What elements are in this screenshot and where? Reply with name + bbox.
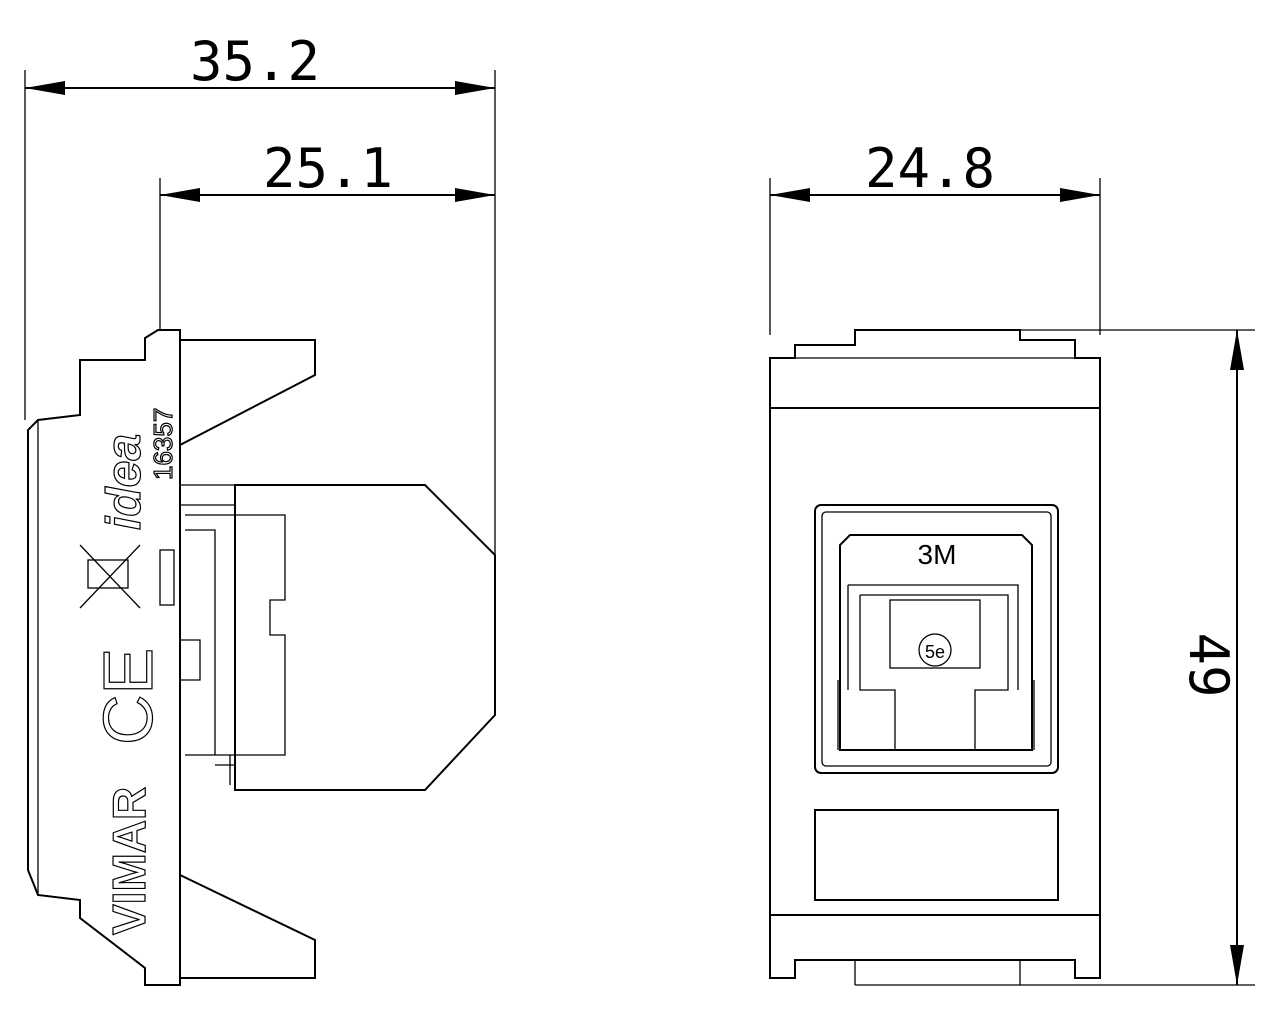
dimension-35-2: 35.2 (24, 30, 496, 555)
3m-logo: 3M (918, 539, 957, 570)
side-body-outline (27, 329, 496, 986)
front-body-outline: 5e 3M (769, 329, 1101, 986)
vimar-logo: VIMAR (103, 787, 155, 935)
dimension-24-8: 24.8 (769, 137, 1101, 335)
dimension-25-1: 25.1 (159, 137, 495, 330)
dimension-49: 49 (1020, 329, 1255, 986)
ce-mark: CE (89, 648, 167, 745)
dimension-label: 25.1 (263, 137, 393, 200)
weee-bin-crossed-icon (79, 544, 141, 609)
dimension-label: 24.8 (865, 137, 995, 200)
dimension-label: 35.2 (190, 30, 320, 93)
category-5e-mark: 5e (925, 642, 945, 662)
side-markings: idea 16357 CE VIMAR (79, 407, 179, 936)
article-number: 16357 (148, 408, 178, 480)
side-view: 35.2 25.1 idea 16357 CE (24, 30, 496, 986)
front-view: 24.8 49 5e 3M (769, 137, 1255, 986)
brand-logo-idea: idea (98, 434, 151, 530)
dimension-label: 49 (1177, 632, 1240, 697)
